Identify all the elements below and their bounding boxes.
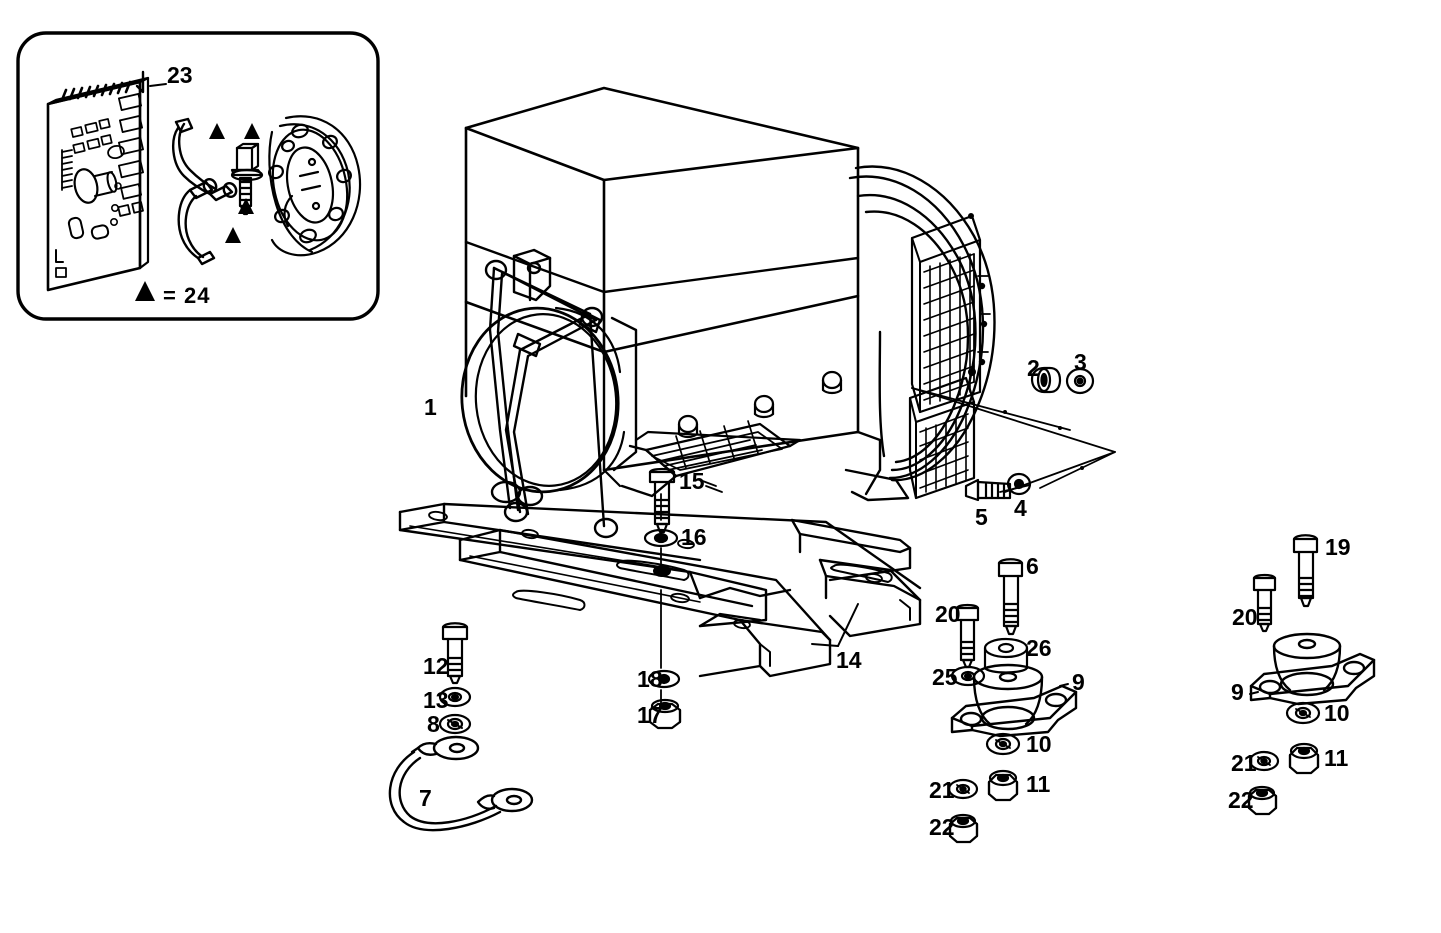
callout-7: 7	[419, 785, 432, 811]
callout-2: 2	[1027, 355, 1040, 381]
side-vent-grille	[620, 420, 802, 498]
washer-3-shape	[1065, 367, 1095, 395]
callout-5: 5	[975, 504, 988, 530]
washer-10-right-shape	[1285, 701, 1321, 725]
leader-9-right	[1249, 691, 1259, 695]
washer-18-shape	[647, 669, 681, 689]
callout-4: 4	[1014, 495, 1027, 521]
housing-bolt-bosses	[677, 370, 843, 439]
inset-triangle-markers	[209, 123, 260, 243]
callout-21r: 21	[1231, 750, 1257, 776]
callout-16: 16	[681, 524, 707, 550]
engine-mount-9-center-shape	[950, 663, 1078, 738]
inset-lead-wire-upper	[172, 117, 238, 202]
callout-20c: 20	[935, 601, 961, 627]
callout-17: 17	[637, 702, 663, 728]
inset-pcb-board	[46, 76, 150, 292]
callout-1: 1	[424, 394, 437, 420]
lockwasher-21-right-shape	[1248, 750, 1280, 772]
callout-9r: 9	[1231, 679, 1244, 705]
bolt-5-shape	[964, 478, 1012, 502]
callout-13: 13	[423, 687, 449, 713]
bolt-19-shape	[1292, 534, 1319, 608]
washer-16-shape	[643, 528, 679, 548]
callout-19: 19	[1325, 534, 1351, 560]
bolt-20-center-shape	[955, 603, 980, 669]
leader-line-14	[811, 603, 859, 647]
lifting-eye-bracket	[512, 248, 552, 302]
callout-3: 3	[1074, 349, 1087, 375]
lockwasher-8-shape	[438, 713, 472, 735]
callout-25: 25	[932, 664, 958, 690]
inset-leader-23	[135, 70, 167, 94]
end-bracket-fastener-dots	[968, 213, 988, 376]
callout-22r: 22	[1228, 787, 1254, 813]
callout-18: 18	[637, 666, 663, 692]
callout-6b: 6	[1026, 553, 1039, 579]
callout-23: 23	[167, 62, 193, 88]
callout-12: 12	[423, 653, 449, 679]
bolt-6-shape	[997, 558, 1024, 636]
mounting-rail-frame	[398, 502, 922, 678]
bolt-15-shape	[648, 467, 676, 534]
callout-9c: 9	[1072, 669, 1085, 695]
support-brace-frame	[484, 259, 619, 539]
rail-hole-marker	[653, 565, 671, 577]
callout-14: 14	[836, 647, 862, 673]
washer-4-shape	[1006, 472, 1032, 496]
callout-26: 26	[1026, 635, 1052, 661]
callout-21c: 21	[929, 777, 955, 803]
rear-grille-lower	[908, 376, 976, 500]
nut-22-center-shape	[948, 813, 979, 844]
locknut-11-right-shape	[1288, 742, 1320, 775]
leader-dashes	[1003, 410, 1084, 470]
washer-13-shape	[438, 686, 472, 708]
callout-15: 15	[679, 468, 705, 494]
inset-lead-wire-lower	[177, 177, 218, 266]
callout-11r: 11	[1324, 745, 1349, 771]
bolt-20-right-shape	[1252, 573, 1277, 633]
rear-fan-shroud	[844, 165, 996, 502]
inset-end-bracket	[268, 115, 362, 257]
lockwasher-21-center-shape	[947, 778, 979, 800]
washer-25-shape	[950, 665, 986, 687]
nut-22-right-shape	[1247, 785, 1278, 816]
callout-10r: 10	[1324, 700, 1350, 726]
rear-grille-upper	[910, 214, 982, 414]
callout-10c: 10	[1026, 731, 1052, 757]
leader-9-center	[1059, 683, 1069, 687]
callout-11c: 11	[1026, 771, 1051, 797]
inset-panel-border	[16, 31, 380, 321]
ground-strap-7-shape	[388, 735, 534, 832]
callout-8: 8	[427, 711, 440, 737]
legend-triangle-icon	[135, 281, 155, 301]
inset-legend-text: = 24	[163, 283, 211, 308]
locknut-17-shape	[648, 698, 682, 730]
generator-feet	[490, 480, 544, 507]
washer-10-center-shape	[985, 732, 1021, 756]
locknut-11-center-shape	[987, 769, 1019, 802]
generator-assembly-body	[460, 86, 996, 539]
washer-2-shape	[1030, 366, 1062, 394]
bolt-12-shape	[441, 622, 469, 685]
callout-22c: 22	[929, 814, 955, 840]
callout-20r: 20	[1232, 604, 1258, 630]
engine-mount-9-right-shape	[1249, 632, 1376, 706]
